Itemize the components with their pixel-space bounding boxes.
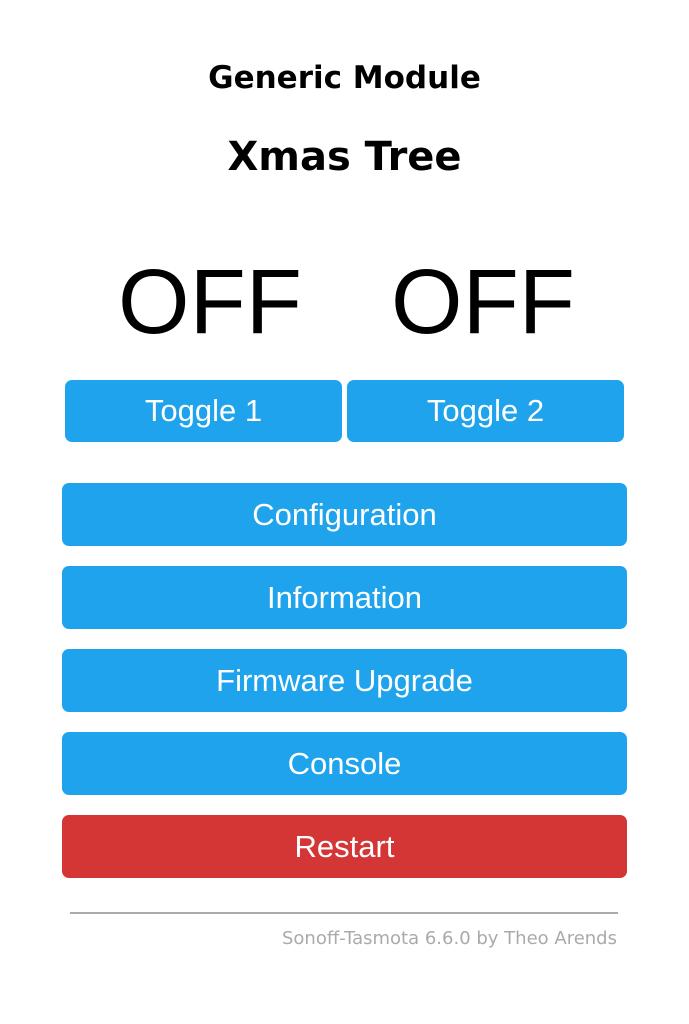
- relay-1-state: OFF: [118, 251, 302, 353]
- toggle-1-button[interactable]: Toggle 1: [65, 380, 342, 442]
- footer-version-text: Sonoff-Tasmota 6.6.0 by Theo Arends: [281, 928, 617, 949]
- toggle-2-button[interactable]: Toggle 2: [347, 380, 624, 442]
- footer-divider: [70, 912, 618, 914]
- configuration-button[interactable]: Configuration: [62, 483, 627, 546]
- restart-button[interactable]: Restart: [62, 815, 627, 878]
- device-name: Xmas Tree: [227, 134, 462, 180]
- module-name: Generic Module: [208, 60, 481, 96]
- firmware-upgrade-button[interactable]: Firmware Upgrade: [62, 649, 627, 712]
- relay-2-state: OFF: [391, 251, 575, 353]
- console-button[interactable]: Console: [62, 732, 627, 795]
- information-button[interactable]: Information: [62, 566, 627, 629]
